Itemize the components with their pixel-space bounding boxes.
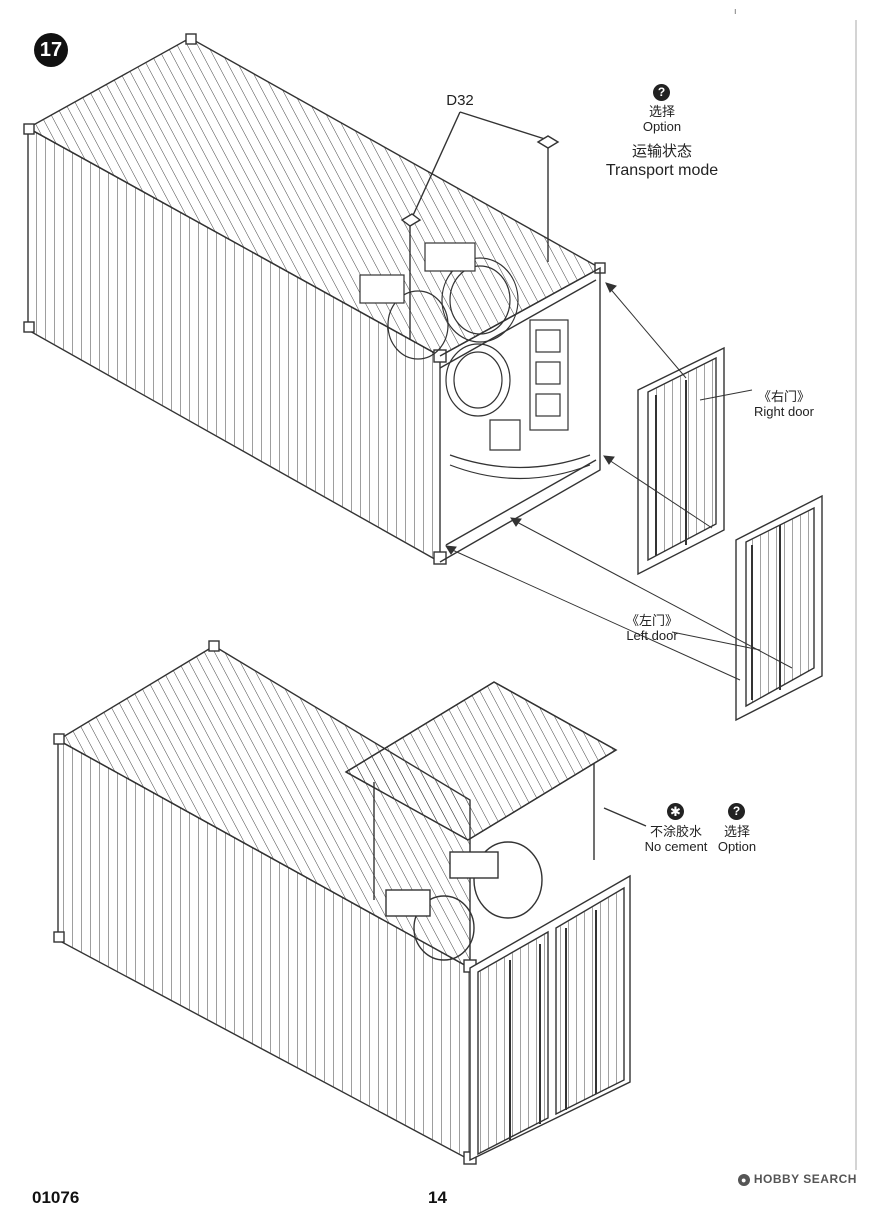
- watermark-text: HOBBY SEARCH: [753, 1172, 857, 1186]
- step-number-badge: 17: [34, 33, 68, 67]
- option-bottom-label-en: Option: [717, 839, 757, 854]
- left-door-part: [735, 494, 823, 722]
- page-number: 14: [428, 1188, 447, 1207]
- svg-text:ı: ı: [734, 6, 737, 16]
- option-label-cn: 选择: [648, 104, 675, 119]
- transport-mode-cn: 运输状态: [631, 143, 692, 160]
- transport-mode-en: Transport mode: [605, 162, 719, 179]
- option-bottom-label-cn: 选择: [723, 824, 750, 839]
- no-cement-icon: ✱: [667, 803, 684, 820]
- no-cement-label-en: No cement: [644, 839, 708, 854]
- question-mark-circle-icon: ?: [728, 803, 745, 820]
- no-cement-label-cn: 不涂胶水: [649, 824, 702, 839]
- left-door-label-en: Left door: [626, 628, 678, 643]
- left-door-label-cn: 《左门》: [625, 613, 678, 628]
- right-door-part: [637, 346, 725, 576]
- question-mark-circle-icon: ?: [653, 84, 670, 101]
- right-door-label-cn: 《右门》: [757, 389, 810, 404]
- kit-number: 01076: [32, 1188, 80, 1207]
- watermark: ● HOBBY SEARCH: [738, 1172, 857, 1186]
- top-container: [23, 33, 606, 565]
- watermark-logo-icon: ●: [738, 1173, 750, 1186]
- option-label-en: Option: [642, 119, 682, 134]
- bottom-container: [53, 640, 647, 1165]
- right-door-label-en: Right door: [754, 404, 814, 419]
- part-label-d32: D32: [446, 92, 474, 109]
